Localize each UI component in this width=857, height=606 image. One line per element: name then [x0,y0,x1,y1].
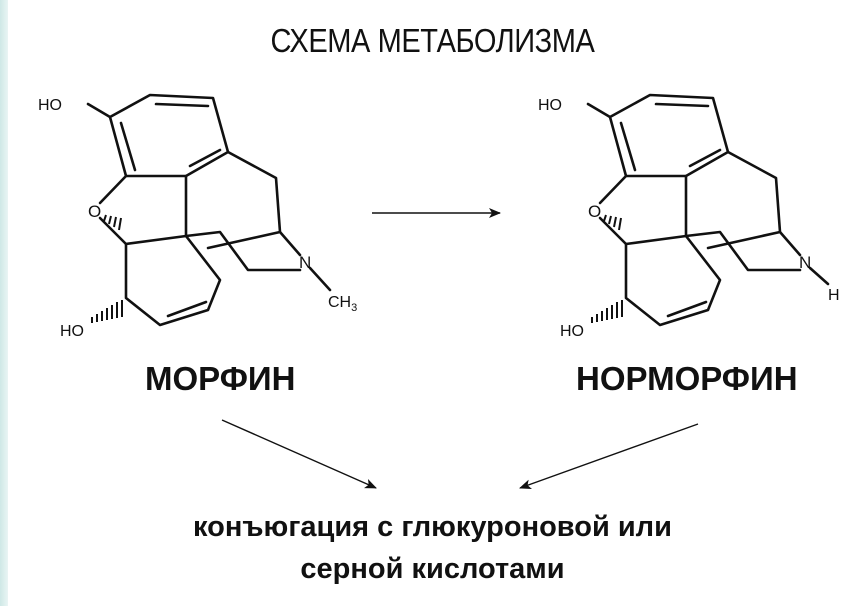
morphine-n-substituent: CH3 [328,294,357,314]
product-caption-line2: серной кислотами [300,553,565,585]
morphine-bottom-ho: HO [60,323,84,340]
morphine-top-oh: HO [38,97,62,114]
normorphine-top-oh: HO [538,97,562,114]
morphine-bridge-o: O [88,202,101,221]
normorphine-n-substituent: H [828,287,840,304]
slide: СХЕМА МЕТАБОЛИЗМА [8,0,857,606]
arrow-morphine-to-conjugation [221,419,377,489]
normorphine-hashed-bonds [591,214,623,323]
normorphine-nitrogen: N [799,253,811,272]
compound-name-morphine: МОРФИН [145,360,296,397]
arrow-normorphine-to-conjugation [519,423,699,489]
normorphine-structure [586,93,830,327]
compound-name-normorphine: НОРМОРФИН [576,360,798,397]
reaction-scheme: HO O HO N CH3 HO O HO N [38,93,840,489]
frame-left [0,0,8,606]
normorphine-bridge-o: O [588,202,601,221]
morphine-hashed-bonds [91,214,123,323]
morphine-structure [86,93,332,327]
normorphine-bottom-ho: HO [560,323,584,340]
product-caption-line1: конъюгация с глюкуроновой или [193,511,672,543]
morphine-nitrogen: N [299,253,311,272]
diagram-title: СХЕМА МЕТАБОЛИЗМА [270,22,595,59]
